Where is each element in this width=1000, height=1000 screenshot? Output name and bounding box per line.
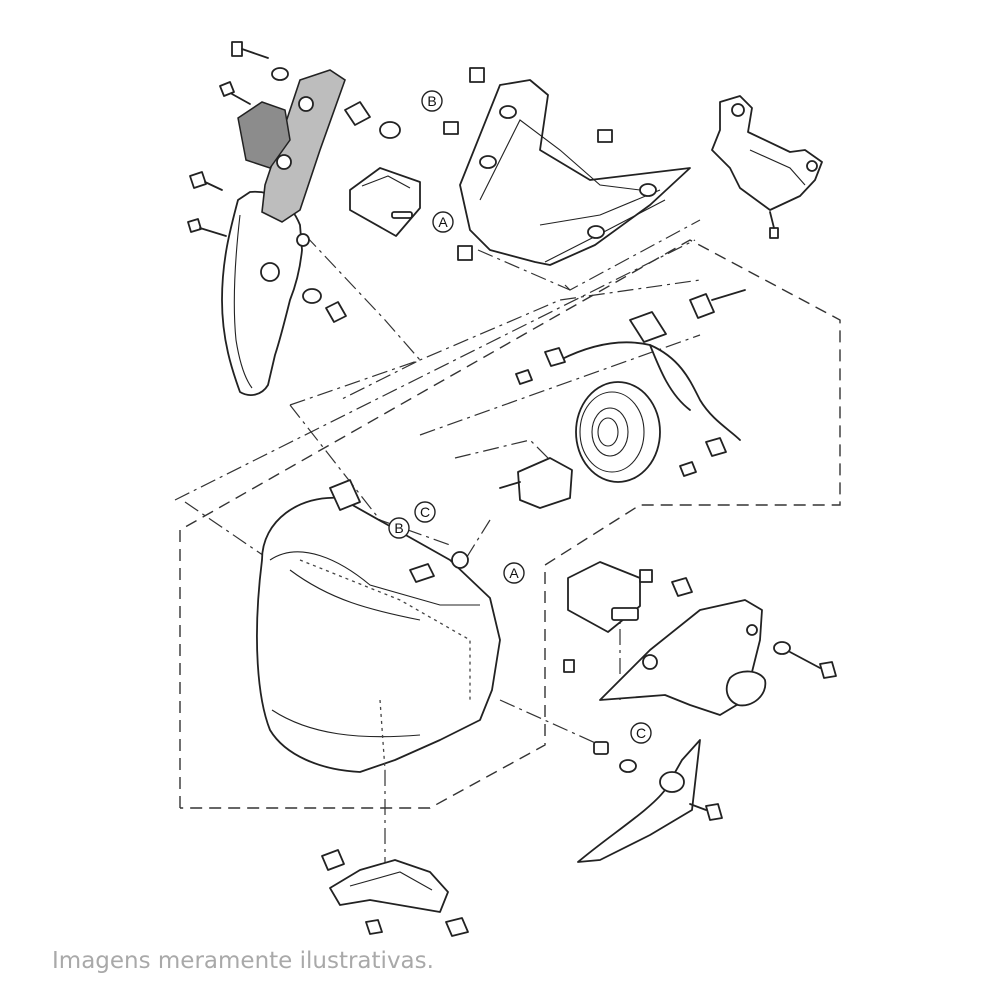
callout-c-right-letter: C (636, 725, 646, 741)
callout-b-mid-letter: B (394, 520, 403, 536)
callout-a-top: A (432, 211, 454, 233)
right-lower-bracket (563, 561, 837, 863)
bottom-lamp-bracket (321, 849, 469, 937)
callout-c-mid: C (414, 501, 436, 523)
callout-a-mid: A (503, 562, 525, 584)
callout-a-mid-letter: A (509, 565, 519, 581)
headlight-socket-ring (499, 381, 661, 509)
callout-b-mid: B (388, 517, 410, 539)
disclaimer-text: Imagens meramente ilustrativas. (52, 948, 434, 974)
right-upper-bracket (711, 95, 823, 239)
fairing-stay (443, 67, 691, 266)
callout-b-top-letter: B (427, 93, 436, 109)
left-mount-bracket (187, 41, 401, 396)
headlight-housing (256, 479, 501, 773)
wiring-harness (515, 289, 746, 477)
callout-c-right: C (630, 722, 652, 744)
callout-b-top: B (421, 90, 443, 112)
callout-c-mid-letter: C (420, 504, 430, 520)
clip-bracket-top (349, 167, 421, 237)
callout-a-top-letter: A (438, 214, 448, 230)
